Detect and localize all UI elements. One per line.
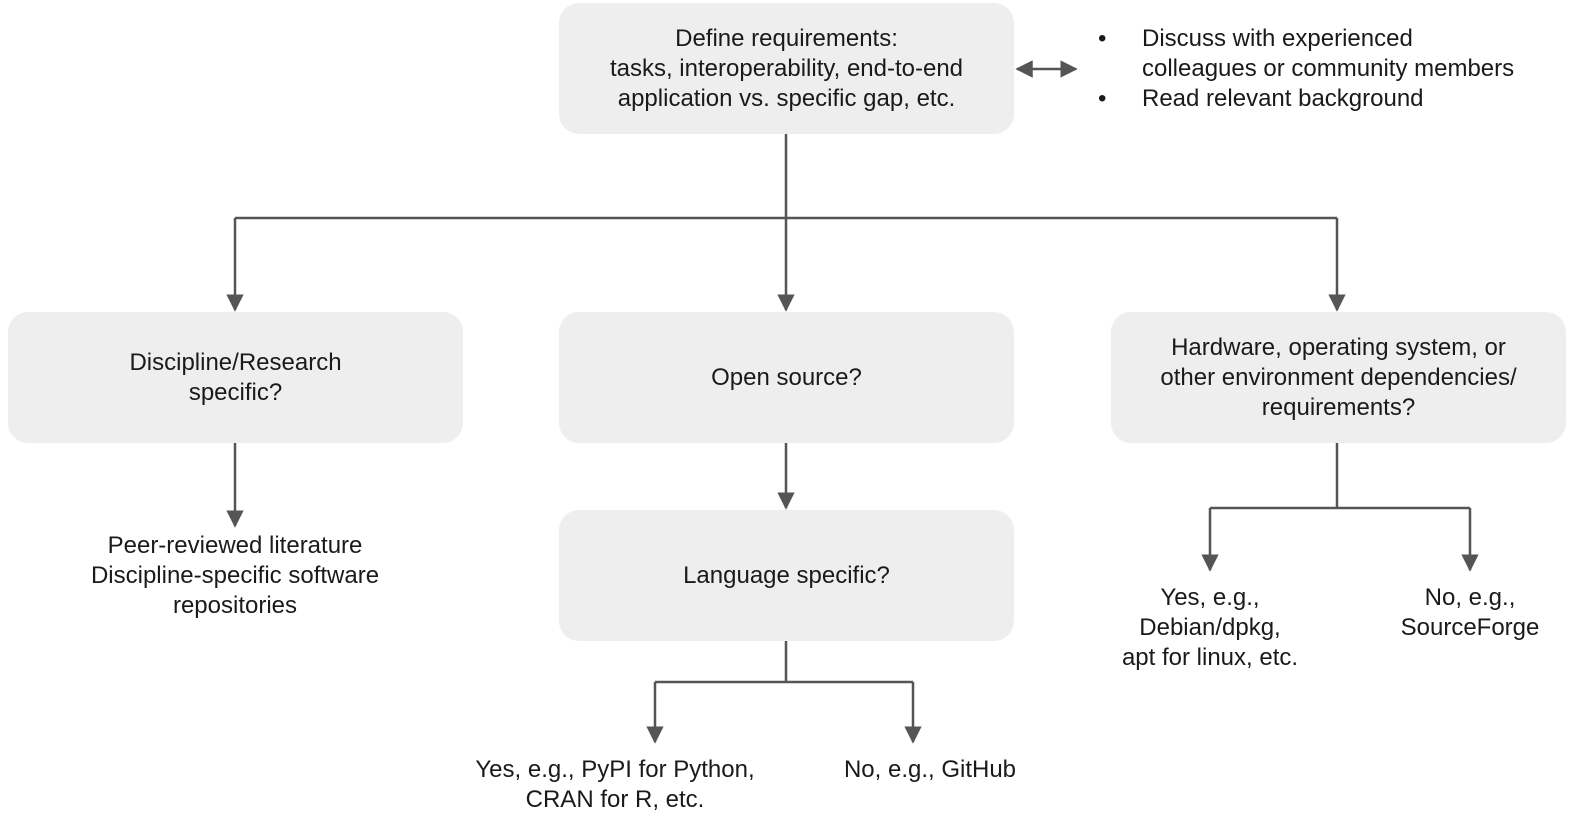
node-text-line: specific?: [188, 378, 283, 406]
leaf-hardware-no: No, e.g., SourceForge: [1370, 583, 1570, 643]
leaf-text-line: No, e.g.,: [1424, 584, 1516, 611]
node-discipline-specific: Discipline/Research specific?: [8, 312, 463, 443]
node-text-line: requirements?: [1261, 393, 1416, 421]
node-text-line: Hardware, operating system, or: [1171, 333, 1506, 361]
node-text-line: Discipline/Research: [129, 348, 342, 376]
node-language-specific: Language specific?: [559, 510, 1014, 641]
leaf-discipline-result: Peer-reviewed literature Discipline-spec…: [35, 531, 435, 621]
side-note-text: colleagues or community members: [1142, 55, 1515, 82]
node-open-source: Open source?: [559, 312, 1014, 443]
node-hardware-dependencies: Hardware, operating system, or other env…: [1111, 312, 1566, 443]
bullet-icon: •: [1098, 25, 1107, 52]
leaf-text-line: Debian/dpkg,: [1139, 614, 1281, 641]
leaf-text-line: CRAN for R, etc.: [525, 786, 705, 813]
leaf-text-line: SourceForge: [1400, 614, 1540, 641]
side-notes-list: • Discuss with experienced colleagues or…: [1098, 24, 1514, 114]
side-note-text: Discuss with experienced: [1142, 25, 1413, 52]
bullet-icon: •: [1098, 85, 1107, 112]
leaf-language-yes: Yes, e.g., PyPI for Python, CRAN for R, …: [435, 755, 795, 815]
node-text-line: other environment dependencies/: [1160, 363, 1517, 391]
node-text-line: Define requirements:: [675, 24, 898, 52]
leaf-text-line: Peer-reviewed literature: [107, 532, 363, 559]
leaf-text-line: Discipline-specific software: [90, 562, 380, 589]
leaf-language-no: No, e.g., GitHub: [815, 755, 1045, 785]
leaf-text-line: repositories: [172, 592, 298, 619]
leaf-text-line: Yes, e.g.,: [1160, 584, 1260, 611]
side-note-text: Read relevant background: [1142, 85, 1424, 112]
node-text-line: Open source?: [711, 363, 862, 391]
node-text-line: application vs. specific gap, etc.: [617, 84, 956, 112]
side-note-item: • Read relevant background: [1098, 84, 1514, 114]
node-text-line: tasks, interoperability, end-to-end: [609, 54, 964, 82]
node-text-line: Language specific?: [683, 561, 890, 589]
leaf-text-line: apt for linux, etc.: [1121, 644, 1299, 671]
leaf-text-line: Yes, e.g., PyPI for Python,: [475, 756, 755, 783]
leaf-hardware-yes: Yes, e.g., Debian/dpkg, apt for linux, e…: [1090, 583, 1330, 673]
side-note-item: • Discuss with experienced colleagues or…: [1098, 24, 1514, 84]
leaf-text-line: No, e.g., GitHub: [843, 756, 1017, 783]
node-define-requirements: Define requirements: tasks, interoperabi…: [559, 3, 1014, 134]
